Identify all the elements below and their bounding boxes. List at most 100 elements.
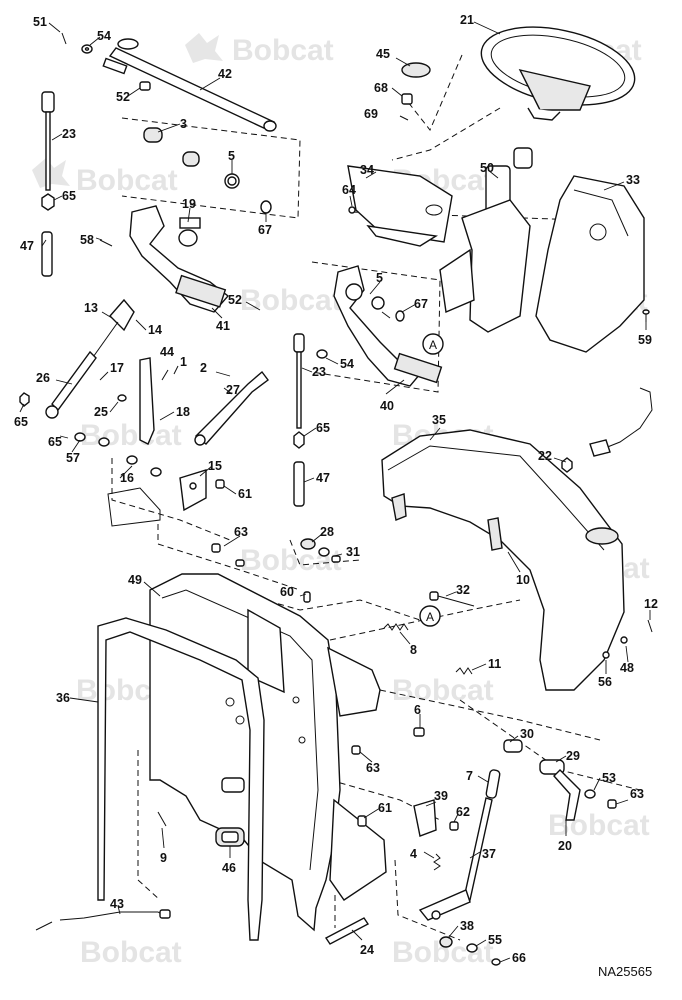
callout-27: 27 (226, 383, 240, 397)
callout-23-b: 23 (312, 365, 326, 379)
callout-31: 31 (346, 545, 360, 559)
callout-6: 6 (414, 703, 421, 717)
console-part-33 (535, 175, 645, 353)
callout-22: 22 (538, 449, 552, 463)
callout-49: 49 (128, 573, 142, 587)
fender-part-35 (381, 429, 625, 691)
callout-50: 50 (480, 161, 494, 175)
pedal-assembly-left (99, 205, 230, 313)
callout-10: 10 (516, 573, 530, 587)
callout-14: 14 (148, 323, 162, 337)
callout-56: 56 (598, 675, 612, 689)
callout-65-d: 65 (14, 415, 28, 429)
steering-wheel-part-21 (480, 26, 636, 121)
watermark-text: Bobcat (548, 809, 650, 842)
bracket-part-44 (139, 357, 179, 445)
hardware-28-31 (300, 538, 341, 563)
callout-53: 53 (602, 771, 616, 785)
callout-numbers: 51 54 42 52 23 65 47 3 5 19 67 58 21 45 … (14, 13, 658, 965)
strip-part-24 (324, 917, 370, 945)
callout-35: 35 (432, 413, 446, 427)
callout-15: 15 (208, 459, 222, 473)
steering-column-part-50 (439, 147, 533, 333)
callout-37: 37 (482, 847, 496, 861)
callout-5: 5 (228, 149, 235, 163)
callout-68: 68 (374, 81, 388, 95)
callout-60: 60 (280, 585, 294, 599)
callout-63-c: 63 (630, 787, 644, 801)
cable-part-43 (35, 909, 171, 931)
callout-63: 63 (234, 525, 248, 539)
screws-upper (348, 206, 650, 322)
callout-43: 43 (110, 897, 124, 911)
shaft-part-42 (102, 38, 277, 132)
callout-54-b: 54 (340, 357, 354, 371)
callout-24: 24 (360, 943, 374, 957)
callout-19: 19 (182, 197, 196, 211)
callout-65-b: 65 (316, 421, 330, 435)
callout-20: 20 (558, 839, 572, 853)
callout-21: 21 (460, 13, 474, 27)
bolt-part-6 (413, 727, 425, 737)
callout-7: 7 (466, 769, 473, 783)
bracket-part-15 (107, 469, 225, 527)
callout-67: 67 (258, 223, 272, 237)
callout-45: 45 (376, 47, 390, 61)
callout-34: 34 (360, 163, 374, 177)
callout-13: 13 (84, 301, 98, 315)
pedal-assembly-right (333, 265, 443, 387)
bolt-part-32 (429, 591, 475, 607)
steering-cap (399, 62, 431, 121)
callout-58: 58 (80, 233, 94, 247)
drawing-code: NA25565 (598, 964, 652, 979)
callout-44: 44 (160, 345, 174, 359)
callout-17: 17 (110, 361, 124, 375)
callout-64: 64 (342, 183, 356, 197)
washers-left (74, 394, 162, 477)
callout-3: 3 (180, 117, 187, 131)
callout-9: 9 (160, 851, 167, 865)
callout-57: 57 (66, 451, 80, 465)
callout-55: 55 (488, 933, 502, 947)
reference-letter: A (426, 610, 434, 624)
callout-2: 2 (200, 361, 207, 375)
callout-18: 18 (176, 405, 190, 419)
callout-26: 26 (36, 371, 50, 385)
callout-54: 54 (97, 29, 111, 43)
callout-42: 42 (218, 67, 232, 81)
callout-65-c: 65 (48, 435, 62, 449)
bracket-part-39 (357, 799, 459, 871)
watermark-text: Bobcat (232, 34, 334, 67)
callout-36: 36 (56, 691, 70, 705)
callout-8: 8 (410, 643, 417, 657)
callout-40: 40 (380, 399, 394, 413)
pin-and-grommet (157, 777, 245, 847)
bolts-63 (211, 543, 361, 755)
callout-39: 39 (434, 789, 448, 803)
callout-23: 23 (62, 127, 76, 141)
cable-part-22 (561, 387, 653, 473)
callout-67-b: 67 (414, 297, 428, 311)
callout-66: 66 (512, 951, 526, 965)
callout-30: 30 (520, 727, 534, 741)
callout-25: 25 (94, 405, 108, 419)
callout-38: 38 (460, 919, 474, 933)
watermark-text: Bobcat (392, 674, 494, 707)
small-hardware (61, 32, 151, 91)
callout-16: 16 (120, 471, 134, 485)
callout-62: 62 (456, 805, 470, 819)
lever-part-37 (418, 769, 501, 921)
callout-41: 41 (216, 319, 230, 333)
watermark-text: Bobcat (80, 936, 182, 969)
rod-part-23-center (293, 333, 328, 507)
callout-52: 52 (116, 90, 130, 104)
bushings (143, 127, 272, 214)
callout-48: 48 (620, 661, 634, 675)
callout-46: 46 (222, 861, 236, 875)
callout-65: 65 (62, 189, 76, 203)
callout-63-b: 63 (366, 761, 380, 775)
callout-29: 29 (566, 749, 580, 763)
callout-69: 69 (364, 107, 378, 121)
callout-32: 32 (456, 583, 470, 597)
